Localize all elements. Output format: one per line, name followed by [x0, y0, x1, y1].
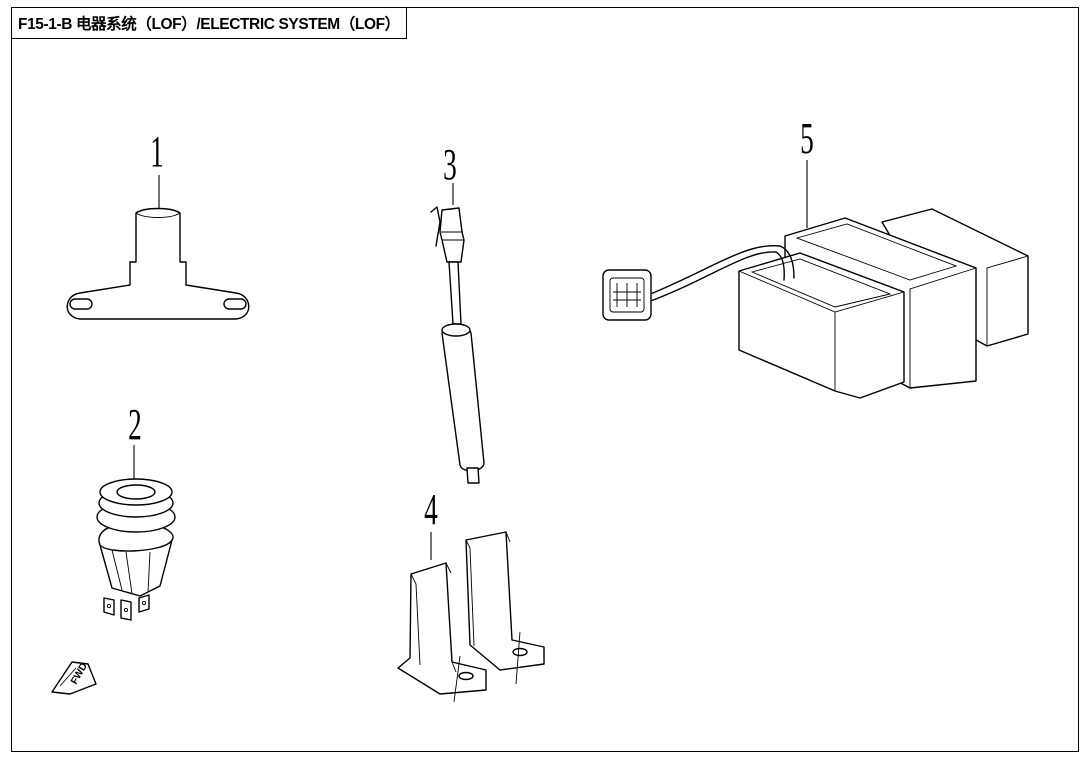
mounting-bracket-icon [398, 532, 544, 702]
forward-arrow-icon: FWD [52, 661, 96, 694]
relay-box-icon [603, 160, 1028, 398]
wire-sensor-icon [431, 183, 484, 483]
callout-4: 4 [424, 485, 438, 534]
callout-5: 5 [800, 114, 814, 163]
callout-2: 2 [128, 400, 142, 449]
callout-1: 1 [150, 127, 164, 176]
callout-3: 3 [443, 140, 457, 189]
rocker-switch-icon [97, 445, 175, 620]
diagram-title: F15-1-B 电器系统（LOF）/ELECTRIC SYSTEM（LOF） [11, 7, 407, 39]
license-plate-bracket-icon [67, 175, 249, 319]
drawing-frame [11, 7, 1079, 752]
